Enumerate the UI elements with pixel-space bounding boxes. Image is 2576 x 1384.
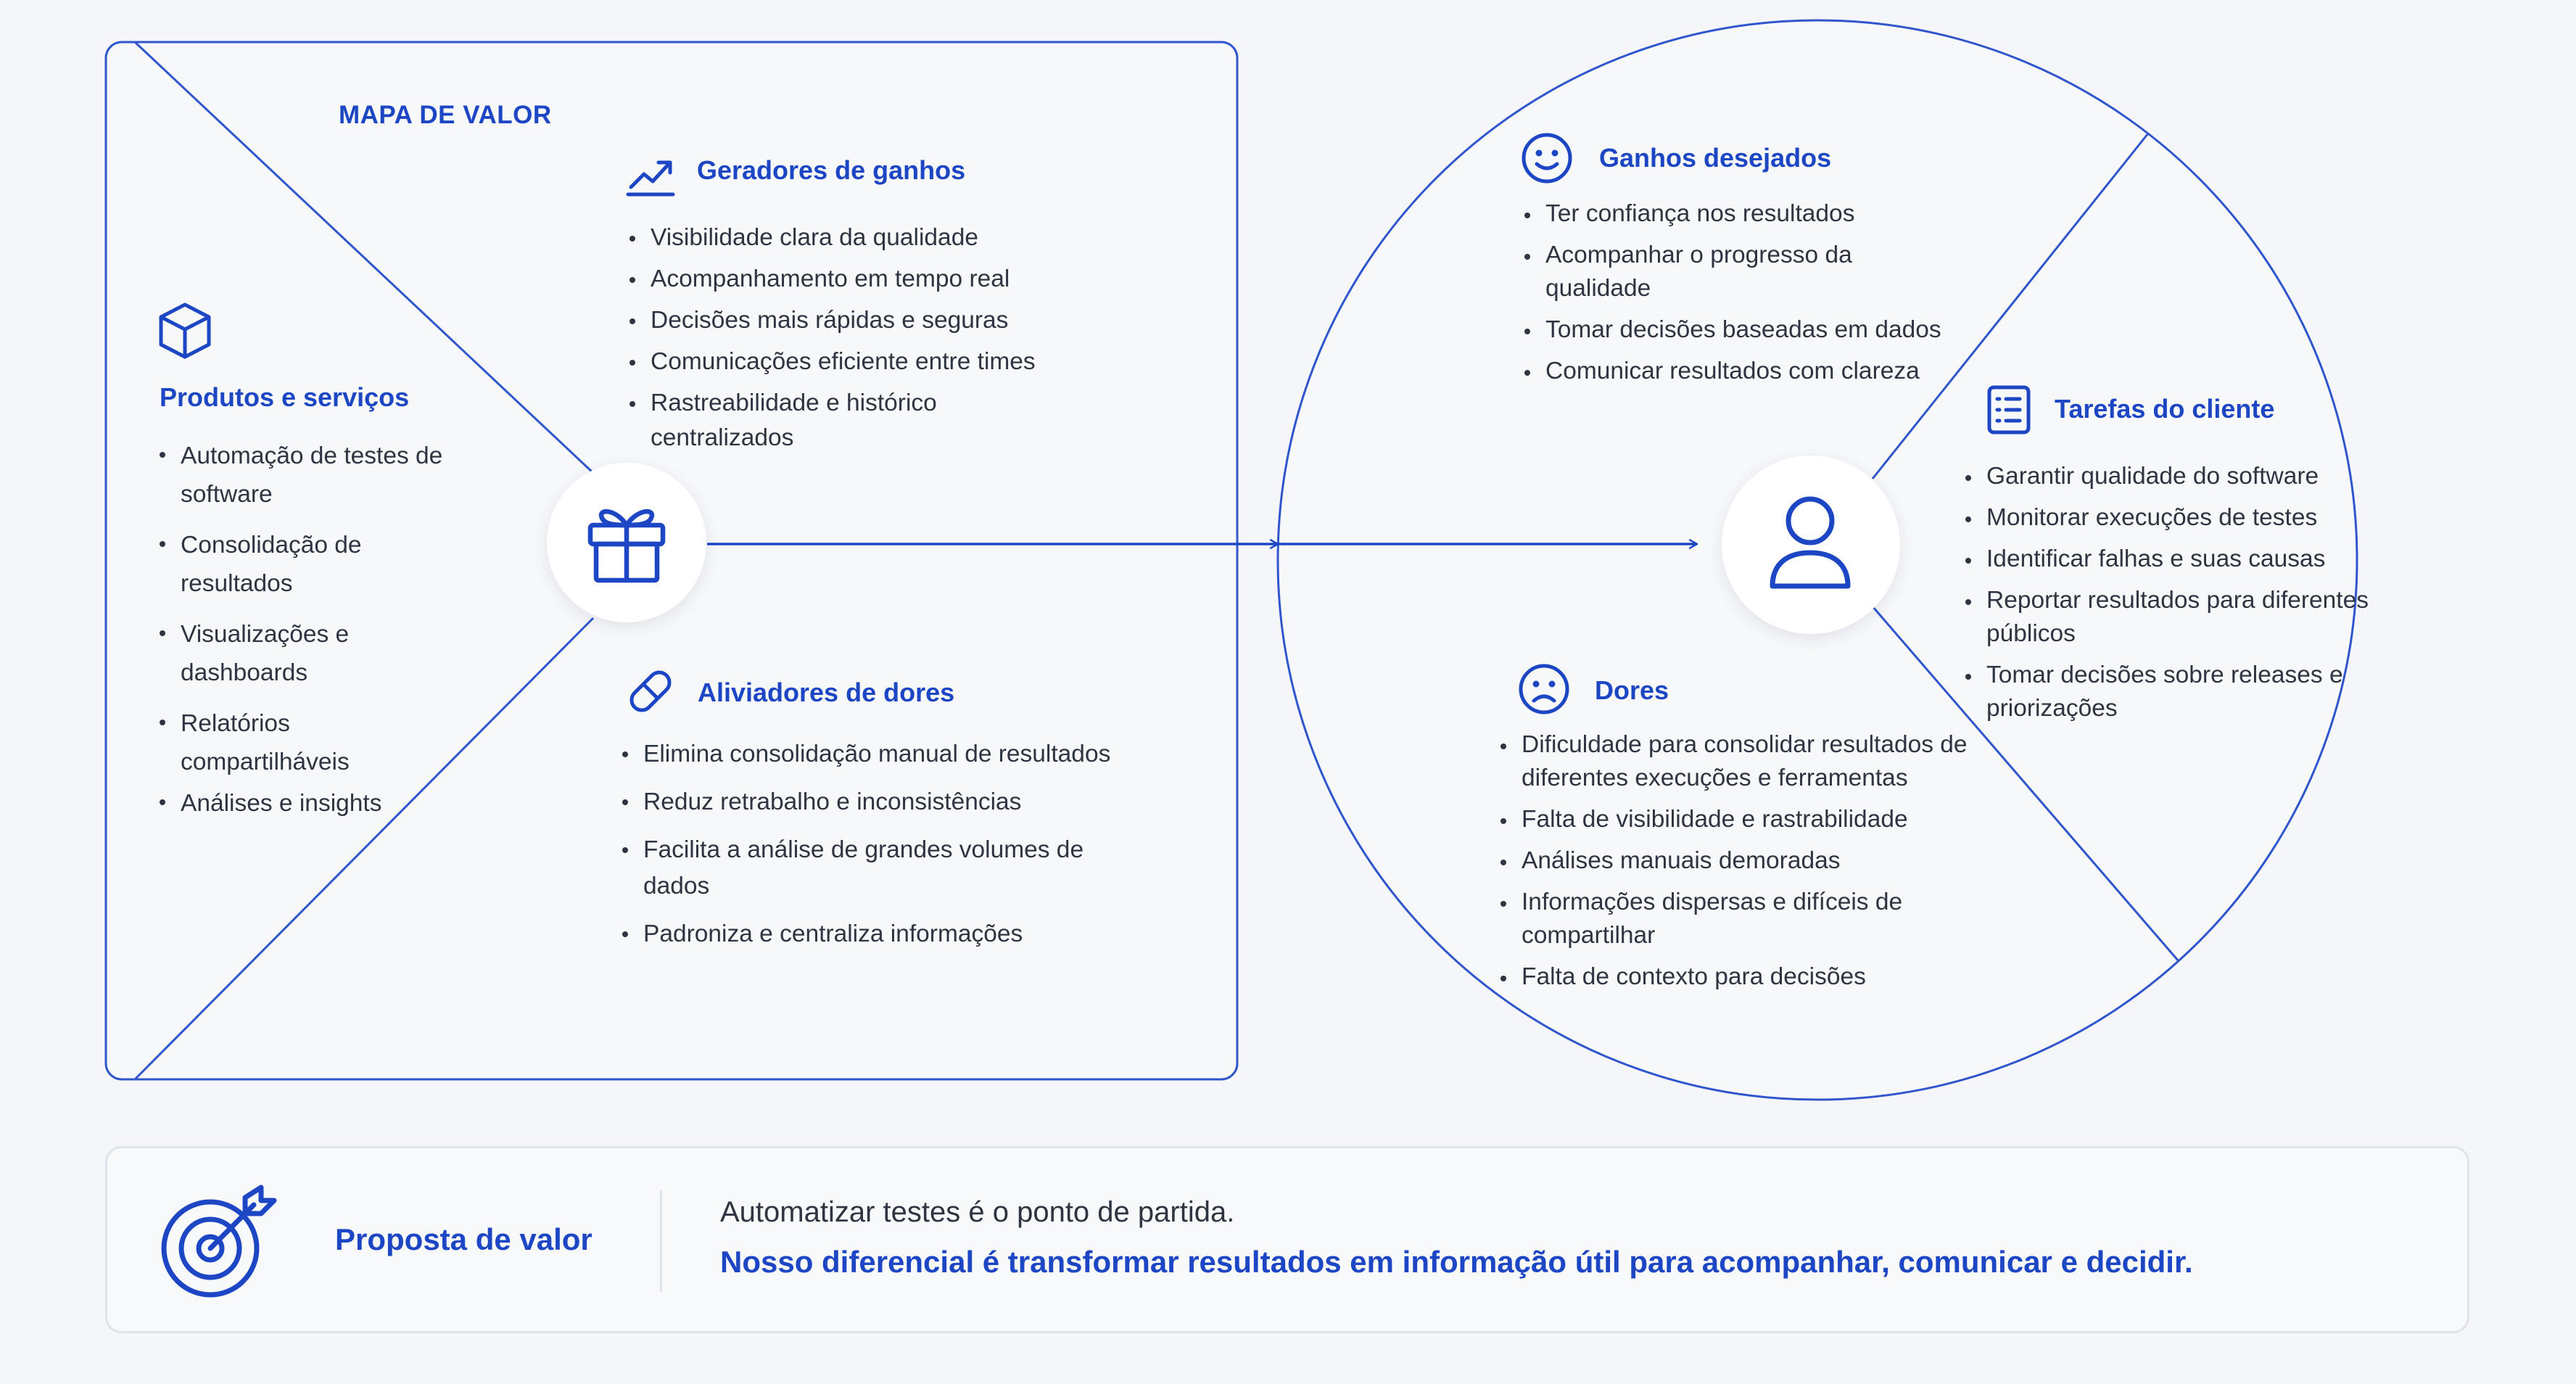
list-item: Automação de testes de software — [158, 437, 463, 514]
value-proposition-line1: Automatizar testes é o ponto de partida. — [720, 1196, 1235, 1228]
list-item: Reportar resultados para diferentes públ… — [1964, 584, 2370, 651]
list-item: Decisões mais rápidas e seguras — [628, 303, 1078, 338]
list-item: Acompanhamento em tempo real — [628, 262, 1078, 297]
list-item: Visibilidade clara da qualidade — [628, 221, 1078, 255]
smile-icon — [1521, 132, 1573, 188]
products-heading: Produtos e serviços — [160, 382, 410, 412]
list-item: Garantir qualidade do software — [1964, 460, 2370, 493]
gain-creators-heading: Geradores de ganhos — [697, 155, 966, 185]
value-proposition-divider — [660, 1190, 662, 1292]
value-proposition-label: Proposta de valor — [335, 1222, 593, 1256]
jobs-heading: Tarefas do cliente — [2055, 394, 2275, 424]
value-map-divider-upper — [133, 41, 595, 474]
box-icon — [158, 302, 212, 363]
list-item: Tomar decisões sobre releases e prioriza… — [1964, 659, 2370, 725]
list-item: Elimina consolidação manual de resultado… — [621, 736, 1114, 773]
list-item: Análises manuais demoradas — [1499, 844, 1992, 878]
value-proposition-line2: Nosso diferencial é transformar resultad… — [720, 1245, 2193, 1279]
list-item: Consolidação de resultados — [158, 526, 463, 603]
list-item: Comunicar resultados com clareza — [1523, 355, 1944, 388]
pain-relievers-list: Elimina consolidação manual de resultado… — [621, 736, 1114, 952]
products-list: Automação de testes de software Consolid… — [158, 437, 463, 823]
list-item: Falta de contexto para decisões — [1499, 960, 1992, 994]
list-item: Relatórios compartilháveis — [158, 704, 463, 781]
value-proposition-box: Proposta de valor Automatizar testes é o… — [105, 1146, 2469, 1333]
trending-up-icon — [625, 157, 676, 201]
pains-list: Dificuldade para consolidar resultados d… — [1499, 728, 1992, 994]
target-icon — [160, 1182, 278, 1304]
list-item: Comunicações eficiente entre times — [628, 345, 1078, 379]
list-item: Informações dispersas e difíceis de comp… — [1499, 886, 1992, 952]
list-item: Ter confiança nos resultados — [1523, 197, 1944, 231]
gain-creators-list: Visibilidade clara da qualidade Acompanh… — [628, 221, 1078, 456]
list-item: Falta de visibilidade e rastrabilidade — [1499, 803, 1992, 836]
value-map-divider-lower — [133, 617, 595, 1081]
gift-icon — [586, 499, 667, 588]
list-item: Tomar decisões baseadas em dados — [1523, 313, 1944, 347]
pill-icon — [625, 666, 676, 720]
customer-profile-divider-lower — [1871, 606, 2180, 962]
checklist-icon — [1986, 384, 2031, 439]
list-item: Visualizações e dashboards — [158, 615, 463, 692]
pains-heading: Dores — [1595, 675, 1669, 705]
list-item: Reduz retrabalho e inconsistências — [621, 784, 1114, 820]
value-map-title: MAPA DE VALOR — [339, 101, 552, 129]
list-item: Acompanhar o progresso da qualidade — [1523, 239, 1944, 305]
sad-face-icon — [1518, 663, 1570, 719]
list-item: Monitorar execuções de testes — [1964, 501, 2370, 535]
customer-profile-divider-upper — [1871, 133, 2150, 479]
pain-relievers-heading: Aliviadores de dores — [698, 677, 955, 707]
jobs-list: Garantir qualidade do software Monitorar… — [1964, 460, 2370, 725]
user-icon — [1767, 493, 1854, 596]
list-item: Identificar falhas e suas causas — [1964, 543, 2370, 576]
list-item: Análises e insights — [158, 784, 463, 823]
gains-heading: Ganhos desejados — [1599, 143, 1832, 173]
gains-list: Ter confiança nos resultados Acompanhar … — [1523, 197, 1944, 388]
list-item: Padroniza e centraliza informações — [621, 916, 1114, 952]
list-item: Facilita a análise de grandes volumes de… — [621, 832, 1114, 905]
list-item: Rastreabilidade e histórico centralizado… — [628, 386, 1078, 456]
list-item: Dificuldade para consolidar resultados d… — [1499, 728, 1992, 795]
